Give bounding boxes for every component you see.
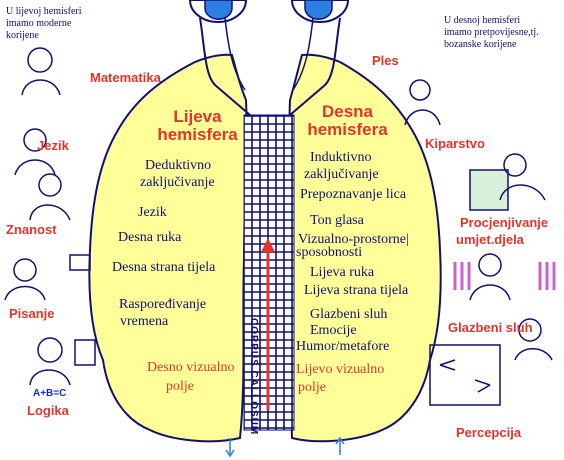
right-function: zaključivanje	[304, 167, 379, 182]
right-function: sposobnosti	[296, 245, 363, 260]
label-jezik: Jezik	[37, 138, 69, 153]
right-visual-field: polje	[298, 380, 326, 395]
right-function: Ton glasa	[310, 213, 364, 228]
title-line: Lijeva	[173, 107, 222, 126]
left-function: Raspoređivanje	[119, 297, 207, 312]
left-function: zaključivanje	[140, 175, 215, 190]
label-kiparstvo: Kiparstvo	[425, 136, 485, 151]
eyes-illustration	[188, 0, 350, 23]
left-visual-field: polje	[166, 379, 194, 394]
title-line: hemisfera	[307, 120, 388, 139]
label-pisanje: Pisanje	[9, 306, 55, 321]
label-umjet-djela: umjet.djela	[456, 232, 524, 247]
right-note-line: bozanske korijene	[444, 39, 517, 50]
title-line: hemisfera	[157, 125, 238, 144]
logic-formula: A+B=C	[33, 388, 67, 399]
left-function: vremena	[120, 314, 169, 329]
right-function: Glazbeni sluh	[310, 307, 388, 322]
left-note: U lijevoj hemisferi imamo moderne korije…	[6, 6, 82, 42]
right-function: Vizualno-prostorne|	[298, 232, 409, 247]
corpus-callosum-label: CORPUS CALLOSUM	[248, 318, 259, 436]
label-percepcija: Percepcija	[456, 425, 522, 440]
right-visual-field: Lijevo vizualno	[296, 362, 385, 377]
left-function: Desna strana tijela	[112, 260, 216, 275]
label-ples: Ples	[372, 53, 399, 68]
right-function: Lijeva strana tijela	[304, 283, 409, 298]
right-function: Humor/metafore	[296, 339, 390, 354]
right-function: Lijeva ruka	[310, 265, 375, 280]
right-note-line: imamo pretpovijesne,tj.	[444, 27, 539, 38]
label-procjenjivanje: Procjenjivanje	[460, 215, 549, 230]
label-logika: Logika	[27, 403, 69, 418]
label-matematika: Matematika	[90, 70, 161, 85]
left-note-line: imamo moderne	[6, 18, 72, 29]
left-function: Deduktivno	[145, 158, 212, 173]
right-note-line: U desnoj hemisferi	[444, 15, 521, 26]
title-line: Desna	[321, 102, 374, 121]
left-visual-field: Desno vizualno	[147, 360, 235, 375]
right-function: Induktivno	[310, 150, 372, 165]
right-hemisphere-title: Desna hemisfera	[300, 103, 395, 139]
left-function: Desna ruka	[118, 230, 182, 245]
right-note: U desnoj hemisferi imamo pretpovijesne,t…	[444, 15, 539, 51]
left-note-line: U lijevoj hemisferi	[6, 6, 82, 17]
right-function: Emocije	[310, 323, 357, 338]
left-note-line: korijene	[6, 30, 39, 41]
right-function: Prepoznavanje lica	[300, 187, 407, 202]
left-hemisphere-title: Lijeva hemisfera	[150, 108, 245, 144]
label-glazbeni-sluh: Glazbeni sluh	[448, 320, 533, 335]
left-function: Jezik	[138, 205, 167, 220]
label-znanost: Znanost	[6, 222, 57, 237]
